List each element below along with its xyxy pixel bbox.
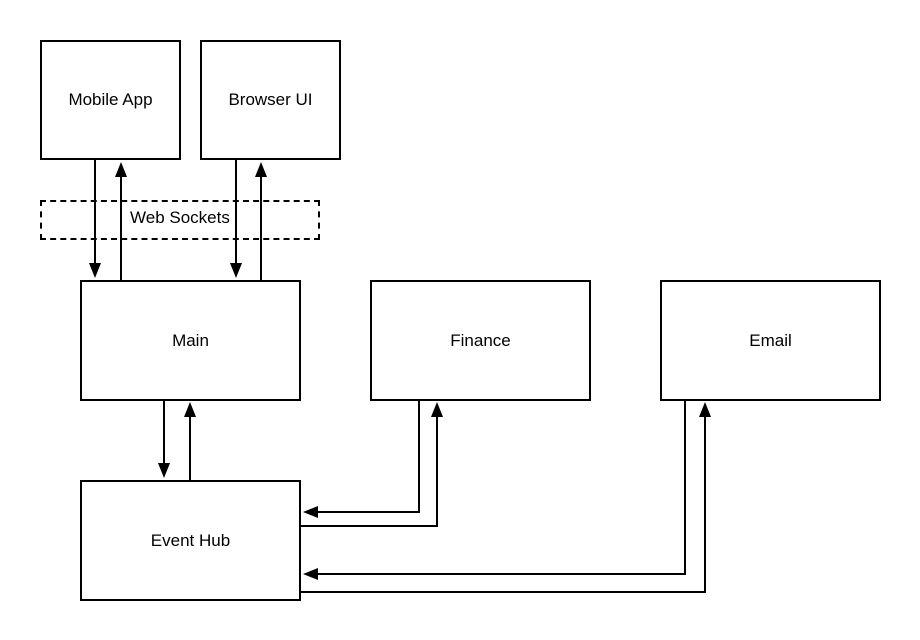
browser-ui-label: Browser UI (228, 90, 313, 109)
web-sockets-label: Web Sockets (129, 208, 231, 228)
finance-node[interactable]: Finance (370, 280, 591, 401)
edge-event-hub-to-email (300, 402, 711, 593)
edge-main-to-event-hub (158, 400, 170, 478)
event-hub-label: Event Hub (150, 530, 231, 550)
edge-main-to-mobile-app (115, 162, 127, 280)
edge-event-hub-to-main (184, 402, 196, 480)
event-hub-node[interactable]: Event Hub (80, 480, 301, 601)
main-node[interactable]: Main (80, 280, 301, 401)
edge-event-hub-to-finance (300, 402, 443, 527)
web-sockets-group (40, 200, 320, 240)
mobile-app-label: Mobile App (68, 90, 153, 109)
email-node[interactable]: Email (660, 280, 881, 401)
main-label: Main (172, 330, 209, 350)
email-label: Email (749, 330, 792, 350)
edge-email-to-event-hub (303, 400, 686, 580)
edge-finance-to-event-hub (303, 400, 420, 518)
browser-ui-node[interactable]: Browser UI (200, 40, 341, 160)
finance-label: Finance (450, 330, 511, 350)
mobile-app-node[interactable]: Mobile App (40, 40, 181, 160)
edge-mobile-app-to-main (89, 160, 101, 278)
edge-main-to-browser-ui (255, 162, 267, 280)
edge-browser-ui-to-main (230, 160, 242, 278)
